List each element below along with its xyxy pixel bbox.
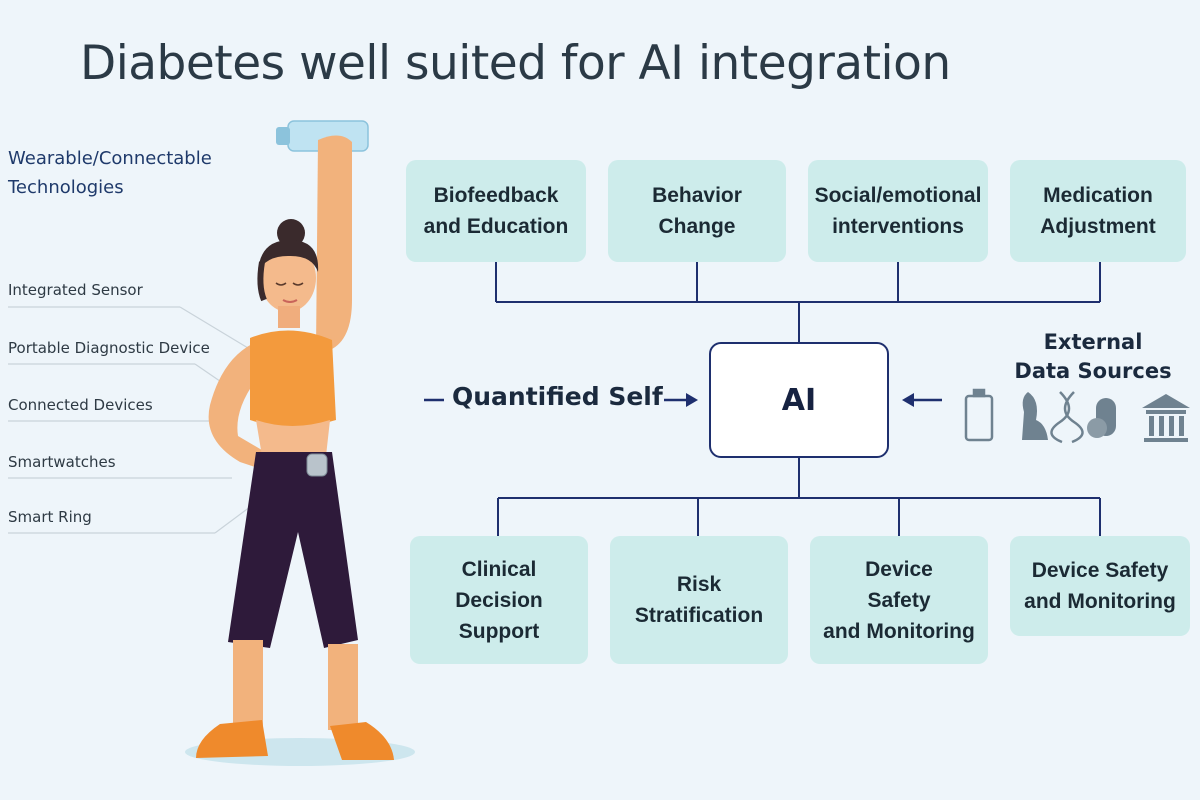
pill-icon	[1087, 398, 1116, 438]
person-illustration	[185, 120, 415, 766]
wearable-item-connected-devices: Connected Devices	[8, 396, 153, 414]
arrow-right-icon	[686, 393, 698, 407]
page-title: Diabetes well suited for AI integration	[80, 36, 951, 91]
person-profile-icon	[1022, 392, 1048, 440]
ai-node: AI	[709, 342, 889, 458]
box-device-safety-monitoring-2: Device Safety and Monitoring	[1010, 536, 1190, 636]
box-clinical-decision-support: Clinical Decision Support	[410, 536, 588, 664]
external-data-sources-label: External Data Sources	[1014, 330, 1172, 383]
box-device-safety-monitoring: Device Safety and Monitoring	[810, 536, 988, 664]
wearable-item-integrated-sensor: Integrated Sensor	[8, 281, 143, 299]
box-behavior-change: Behavior Change	[608, 160, 786, 262]
wearable-item-smartwatches: Smartwatches	[8, 453, 116, 471]
dna-icon	[1050, 391, 1084, 444]
box-biofeedback-education: Biofeedback and Education	[406, 160, 586, 262]
institution-icon	[1142, 394, 1190, 442]
top-connectors	[495, 262, 1101, 342]
box-risk-stratification: Risk Stratification	[610, 536, 788, 664]
box-social-emotional: Social/emotional interventions	[808, 160, 988, 262]
wearable-leader-lines	[8, 306, 263, 534]
wearable-item-portable-diagnostic: Portable Diagnostic Device	[8, 339, 210, 357]
external-source-icons	[964, 388, 1190, 444]
input-arrows	[424, 393, 942, 407]
wearable-item-smart-ring: Smart Ring	[8, 508, 92, 526]
wearables-heading: Wearable/Connectable Technologies	[8, 148, 212, 198]
arrow-left-icon	[902, 393, 914, 407]
quantified-self-label: Quantified Self	[452, 382, 663, 411]
box-medication-adjustment: Medication Adjustment	[1010, 160, 1186, 262]
bottom-connectors	[497, 458, 1101, 536]
battery-icon	[964, 388, 994, 442]
